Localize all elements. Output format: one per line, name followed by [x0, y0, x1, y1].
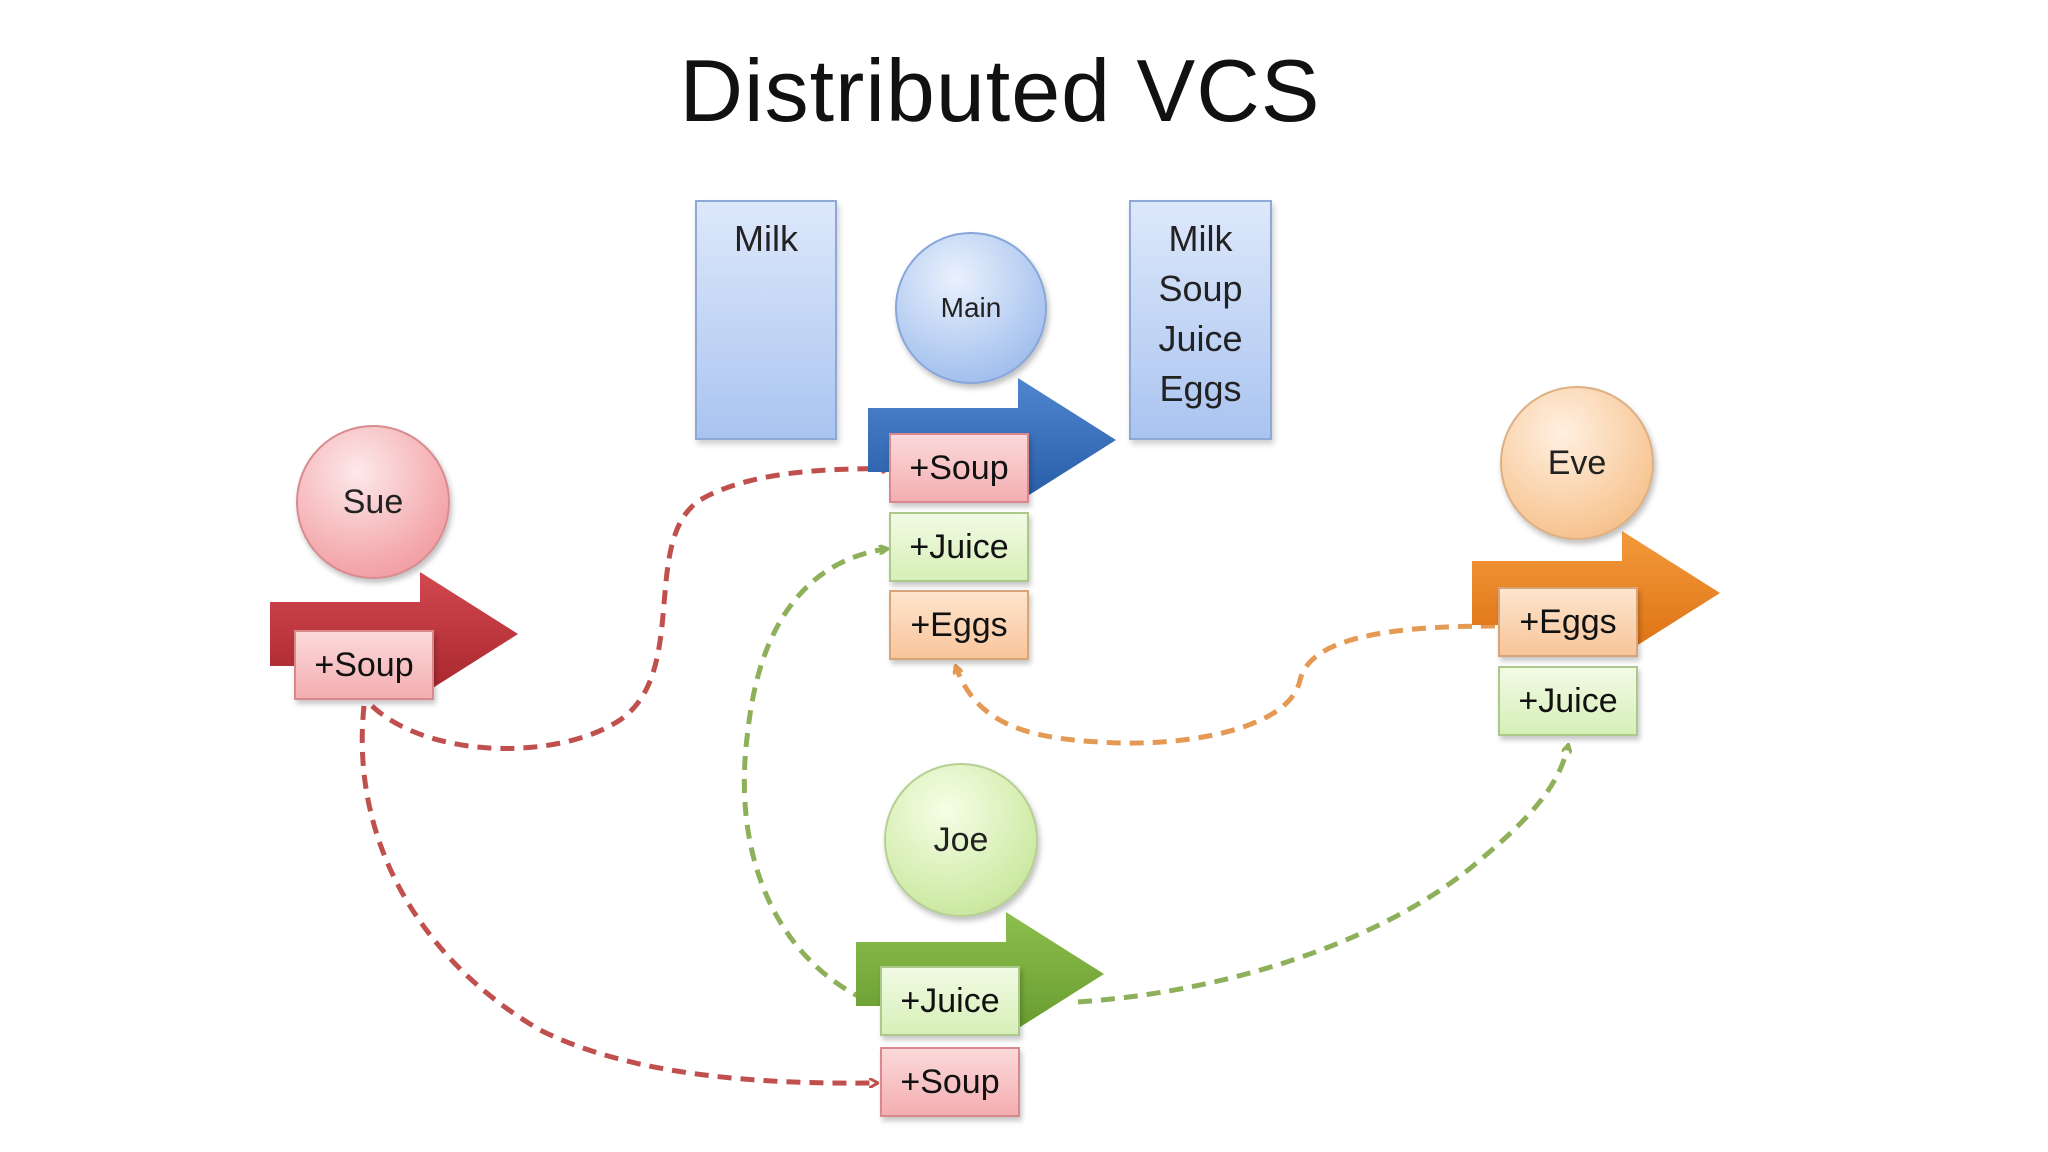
store-after: Milk Soup Juice Eggs: [1129, 200, 1272, 440]
sue-change-soup: +Soup: [294, 630, 434, 700]
store-item: Soup: [1158, 268, 1243, 309]
store-item: Milk: [1168, 218, 1233, 259]
eve-repo-circle: Eve: [1500, 386, 1654, 540]
main-repo-circle: Main: [895, 232, 1047, 384]
store-item: Juice: [1158, 318, 1243, 359]
link-eve-eggs-to-main: [956, 623, 1496, 746]
main-change-juice: +Juice: [889, 512, 1029, 582]
eve-change-eggs: +Eggs: [1498, 587, 1638, 657]
store-before: Milk: [695, 200, 837, 440]
joe-repo-circle: Joe: [884, 763, 1038, 917]
joe-change-juice: +Juice: [880, 966, 1020, 1036]
store-item: Eggs: [1159, 368, 1242, 409]
store-item: Milk: [734, 218, 798, 259]
link-joe-juice-to-main: [741, 549, 886, 1003]
joe-change-soup: +Soup: [880, 1047, 1020, 1117]
main-change-eggs: +Eggs: [889, 590, 1029, 660]
eve-change-juice: +Juice: [1498, 666, 1638, 736]
link-joe-juice-to-eve: [1077, 746, 1568, 1005]
sue-repo-circle: Sue: [296, 425, 450, 579]
slide-title: Distributed VCS: [679, 41, 1321, 140]
main-change-soup: +Soup: [889, 433, 1029, 503]
link-sue-soup-to-main: [370, 468, 888, 751]
link-sue-soup-to-joe: [359, 705, 876, 1083]
